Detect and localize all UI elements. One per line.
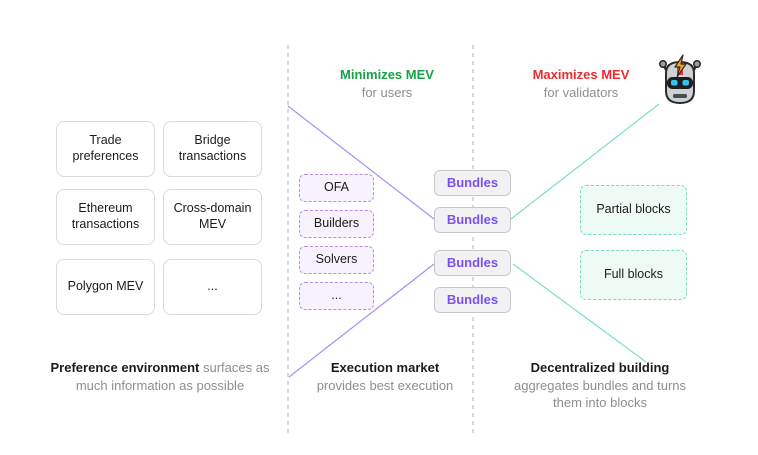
pref-box-label: Cross-domain MEV — [173, 201, 252, 231]
pref-box-trade-preferences: Trade preferences — [56, 121, 155, 177]
pref-box-cross-domain-mev: Cross-domain MEV — [163, 189, 262, 245]
caption-bold: Decentralized building — [530, 360, 670, 375]
purple-connector-bottom — [288, 263, 435, 378]
pref-box-label: ... — [207, 279, 218, 294]
block-label: Partial blocks — [596, 202, 671, 217]
robot-icon — [658, 54, 701, 105]
green-connector-top — [510, 103, 660, 220]
pref-box-ellipsis: ... — [163, 259, 262, 315]
actor-label: ... — [331, 288, 342, 303]
minimizes-mev-subtitle: for users — [361, 84, 413, 100]
actor-box-solvers: Solvers — [299, 246, 374, 274]
block-box-full: Full blocks — [580, 250, 687, 300]
maximizes-mev-subtitle: for validators — [543, 84, 619, 100]
caption-bold: Execution market — [330, 360, 440, 375]
execution-market-caption: Execution market provides best execution — [300, 359, 470, 394]
minimizes-mev-heading: Minimizes MEV for users — [307, 66, 467, 101]
green-connector-bottom — [512, 263, 647, 363]
bundle-label: Bundles — [446, 211, 499, 227]
caption-rest: aggregates bundles and turns them into b… — [513, 377, 686, 411]
pref-box-label: Polygon MEV — [67, 279, 144, 294]
actor-label: Solvers — [315, 252, 358, 267]
pref-box-label: Ethereum transactions — [71, 201, 140, 231]
maximizes-mev-title: Maximizes MEV — [532, 67, 630, 82]
caption-rest: surfaces as much information as possible — [75, 360, 270, 393]
pref-box-label: Trade preferences — [72, 133, 139, 163]
purple-connector-top — [287, 105, 435, 220]
bundle-label: Bundles — [446, 174, 499, 190]
bundle-box-1: Bundles — [434, 170, 511, 196]
actor-label: Builders — [313, 216, 360, 231]
preference-environment-caption: Preference environment surfaces as much … — [48, 359, 272, 394]
actor-box-builders: Builders — [299, 210, 374, 238]
block-box-partial: Partial blocks — [580, 185, 687, 235]
actor-label: OFA — [323, 180, 349, 195]
pref-box-bridge-transactions: Bridge transactions — [163, 121, 262, 177]
decentralized-building-caption: Decentralized building aggregates bundle… — [498, 359, 702, 412]
pref-box-ethereum-transactions: Ethereum transactions — [56, 189, 155, 245]
maximizes-mev-heading: Maximizes MEV for validators — [501, 66, 661, 101]
minimizes-mev-title: Minimizes MEV — [340, 67, 434, 82]
bundle-label: Bundles — [446, 254, 499, 270]
actor-box-ofa: OFA — [299, 174, 374, 202]
actor-box-ellipsis: ... — [299, 282, 374, 310]
block-label: Full blocks — [603, 267, 664, 282]
bundle-box-2: Bundles — [434, 207, 511, 233]
caption-rest: provides best execution — [316, 377, 454, 393]
bundle-label: Bundles — [446, 291, 499, 307]
bundle-box-3: Bundles — [434, 250, 511, 276]
pref-box-polygon-mev: Polygon MEV — [56, 259, 155, 315]
pref-box-label: Bridge transactions — [178, 133, 247, 163]
caption-bold: Preference environment — [50, 360, 200, 375]
bundle-box-4: Bundles — [434, 287, 511, 313]
